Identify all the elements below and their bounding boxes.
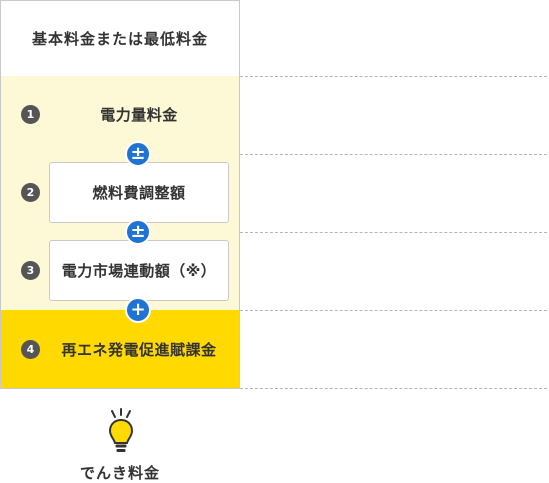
plus-operator: + [125,297,151,323]
market-linked-label: 電力市場連動額（※） [61,262,217,280]
step-number-2: 2 [21,183,40,202]
guide-line-5 [240,388,547,389]
electricity-bill-label: でんき料金 [79,464,160,482]
guide-line-2 [240,154,547,155]
guide-line-4 [240,310,547,311]
renewable-levy-label: 再エネ発電促進賦課金 [61,340,217,359]
guide-line-1 [240,76,547,77]
plus-minus-operator-2: ± [125,219,151,245]
guide-line-3 [240,232,547,233]
fuel-adjustment-card: 燃料費調整額 [49,162,229,223]
light-bulb-icon [106,408,136,458]
step-number-3: 3 [21,261,40,280]
plus-minus-operator-1: ± [125,141,151,167]
fuel-adjustment-label: 燃料費調整額 [92,184,186,202]
energy-charge-label: 電力量料金 [100,105,178,124]
step-number-4: 4 [21,340,40,359]
base-fee-box: 基本料金または最低料金 [0,0,240,77]
base-fee-label: 基本料金または最低料金 [31,30,208,48]
step-number-1: 1 [21,105,40,124]
renewable-levy-block [0,310,240,389]
market-linked-card: 電力市場連動額（※） [49,240,229,301]
